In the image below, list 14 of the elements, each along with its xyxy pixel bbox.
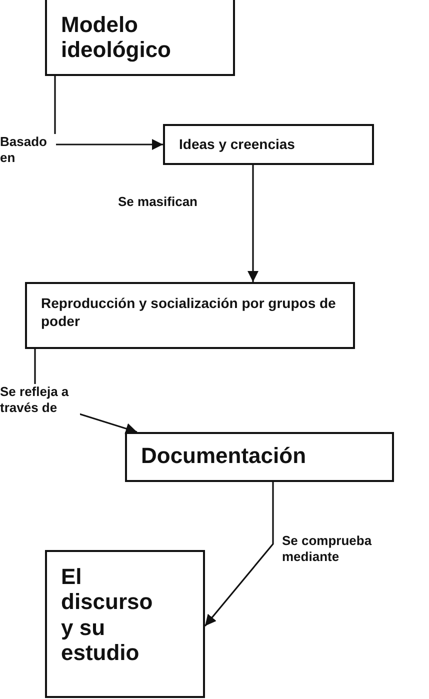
box-label: Documentación — [141, 444, 308, 468]
arrow — [204, 482, 274, 627]
box-label: Ideas y creencias — [179, 136, 296, 153]
box-label: Modelo ideológico — [61, 12, 172, 63]
process-box — [125, 432, 394, 482]
edge-label: Se refleja a través de — [0, 384, 80, 416]
arrow — [54, 76, 163, 150]
arrow — [247, 165, 259, 282]
box-label: Reproducción y socialización por grupos de poder — [41, 294, 337, 330]
process-box — [45, 0, 235, 76]
process-box — [163, 124, 374, 165]
process-box — [45, 550, 205, 698]
box-label: El discurso y su estudio — [61, 564, 154, 666]
process-box — [25, 282, 355, 349]
